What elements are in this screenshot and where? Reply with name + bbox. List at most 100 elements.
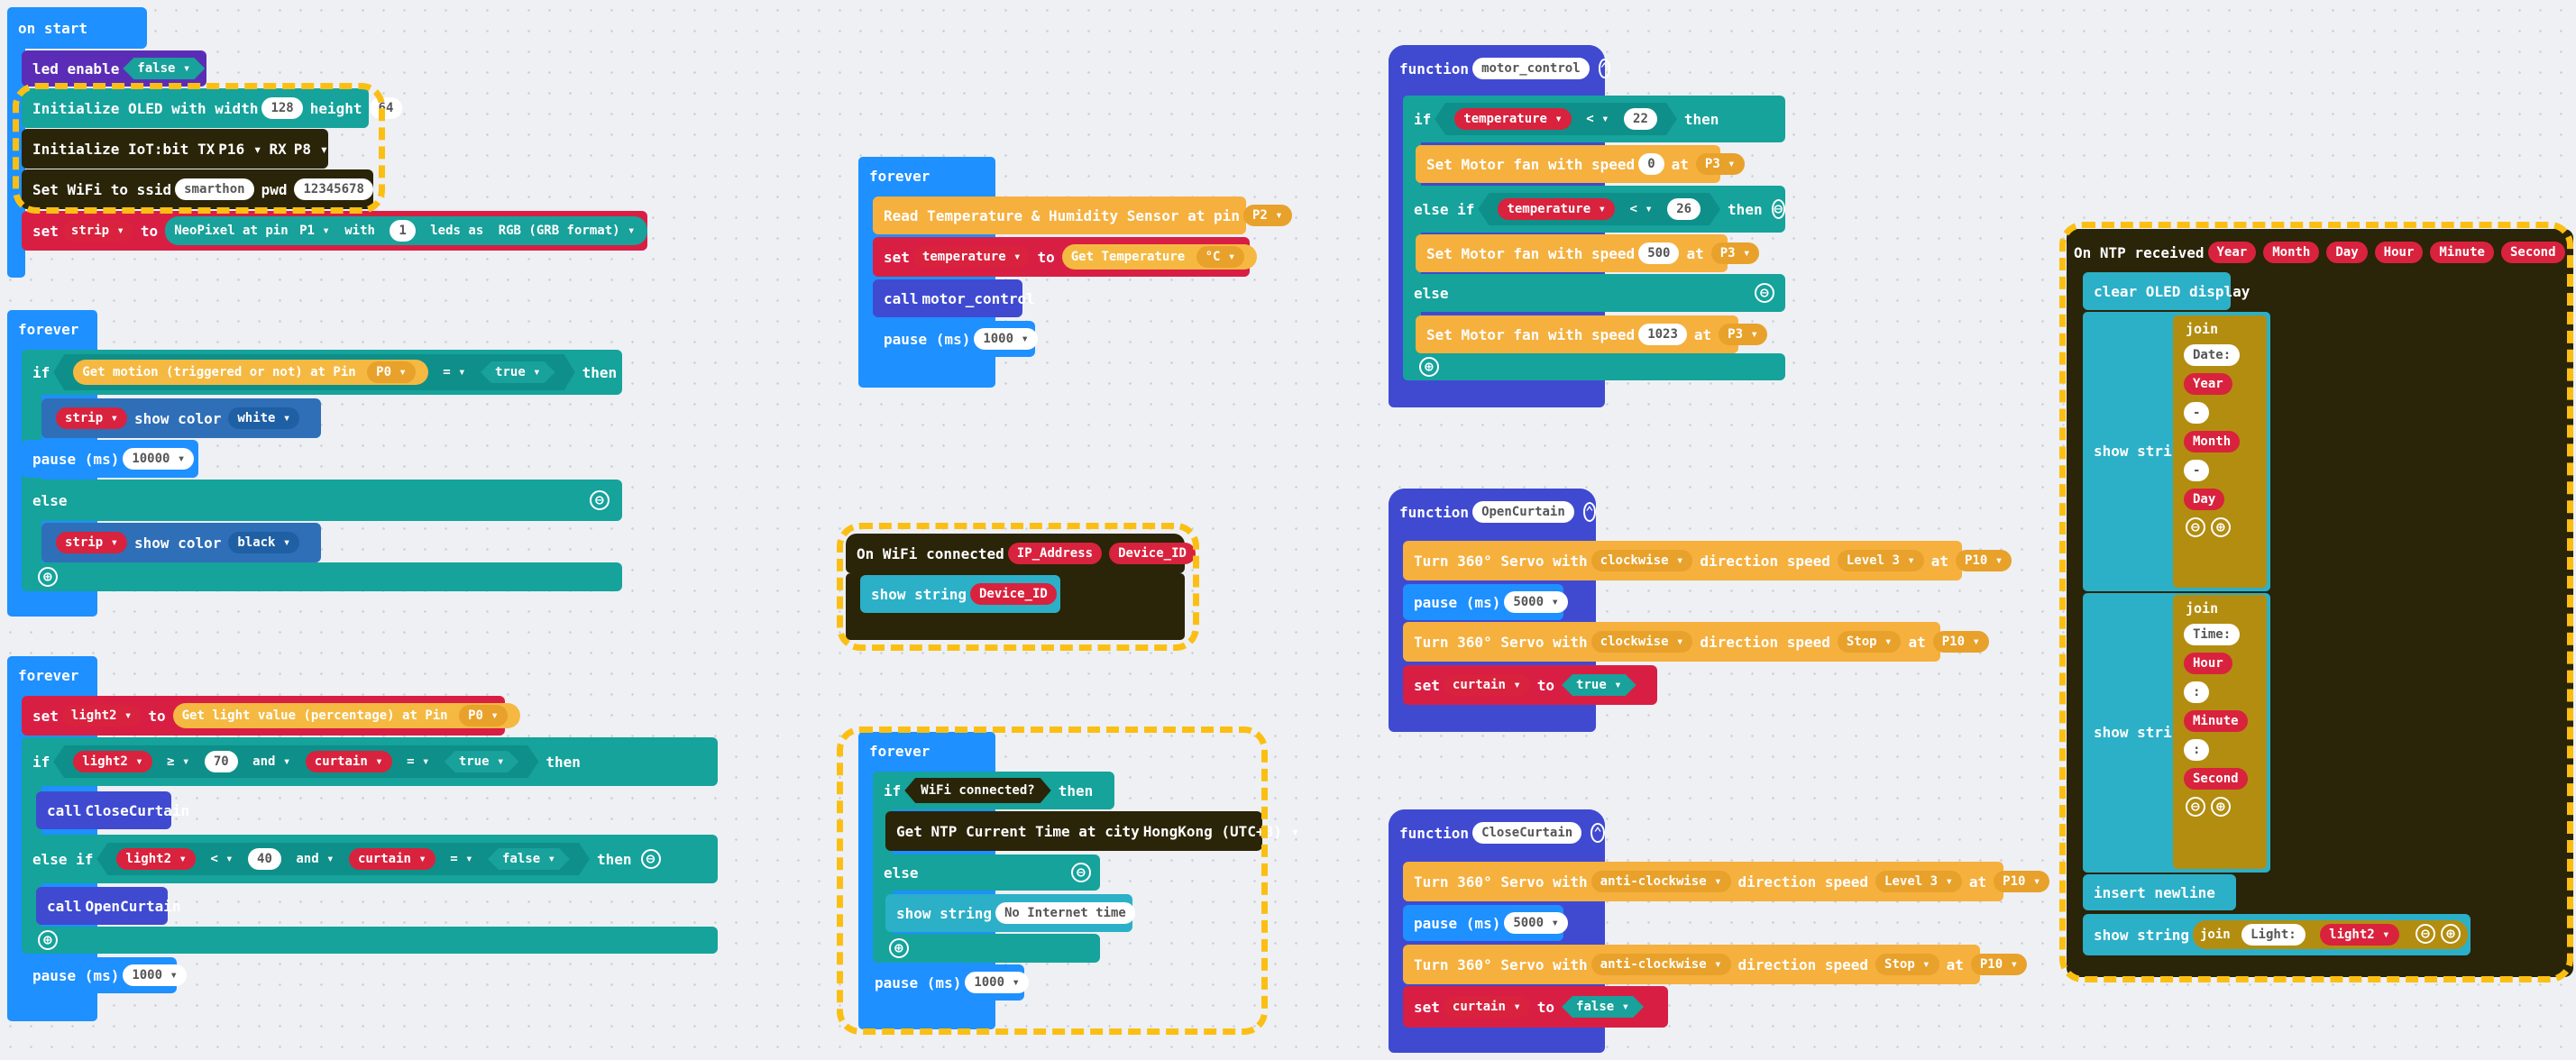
lt-dropdown-2[interactable]: < ▾ <box>1586 112 1609 126</box>
device-param[interactable]: Device_ID <box>1109 543 1196 564</box>
open-set-curtain[interactable]: set curtain ▾ to true ▾ <box>1403 665 1657 705</box>
pause-1000-input-2[interactable]: 1000 ▾ <box>974 328 1038 350</box>
iot-init-block[interactable]: Initialize IoT:bit TX P16 ▾ RX P8 ▾ <box>22 129 328 169</box>
open-servo-2[interactable]: Turn 360° Servo with clockwise ▾ directi… <box>1403 622 1989 662</box>
join-remove-icon-1[interactable]: ⊖ <box>2186 517 2205 537</box>
remove-icon[interactable]: ⊖ <box>590 490 610 510</box>
tx-pin-dropdown[interactable]: P16 ▾ <box>218 140 262 158</box>
neopixel-block[interactable]: NeoPixel at pin P1 ▾ with 1 leds as RGB … <box>165 216 648 245</box>
open-level-dropdown[interactable]: Level 3 ▾ <box>1837 550 1924 571</box>
param-second[interactable]: Second <box>2500 242 2565 263</box>
light-dropdown-2[interactable]: light2 ▾ <box>116 848 195 870</box>
show-light-block[interactable]: show string join Light: light2 ▾ ⊖⊕ <box>2083 914 2471 955</box>
oled-height-input[interactable]: 64 <box>369 97 403 119</box>
ssid-input[interactable]: smarthon <box>175 178 254 200</box>
motion-sensor-block[interactable]: Get motion (triggered or not) at Pin P0 … <box>73 360 428 385</box>
colon-input-1[interactable]: : <box>2184 681 2210 703</box>
collapse-icon-1[interactable]: ⌃ <box>1598 59 1611 78</box>
v26-input[interactable]: 26 <box>1667 198 1701 220</box>
forever4-if-footer[interactable]: ⊕ <box>873 934 1100 963</box>
collapse-icon-3[interactable]: ⌃ <box>1591 823 1605 843</box>
v70-input[interactable]: 70 <box>205 751 238 772</box>
rx-pin-dropdown[interactable]: P8 ▾ <box>293 140 329 158</box>
v22-input[interactable]: 22 <box>1624 108 1657 130</box>
ip-param[interactable]: IP_Address <box>1007 543 1103 564</box>
false-dropdown[interactable]: false ▾ <box>488 848 570 870</box>
light-text-input[interactable]: Light: <box>2241 924 2306 946</box>
open-fn-hat[interactable]: function OpenCurtain ⌃ <box>1389 489 1596 535</box>
strip-black-block[interactable]: strip ▾ show color black ▾ <box>41 523 321 562</box>
show-device-var[interactable]: Device_ID <box>969 583 1057 605</box>
motor-fn-hat[interactable]: function motor_control ⌃ <box>1389 45 1611 92</box>
param-hour[interactable]: Hour <box>2374 242 2424 263</box>
close-fn-hat[interactable]: function CloseCurtain ⌃ <box>1389 809 1605 856</box>
open-pause-input[interactable]: 5000 ▾ <box>1504 591 1568 613</box>
curtain-dropdown-2[interactable]: curtain ▾ <box>349 848 435 870</box>
true-dropdown-2[interactable]: true ▾ <box>445 751 519 772</box>
pause-1000-block-3[interactable]: pause (ms) 1000 ▾ <box>864 964 1029 1001</box>
close-curtain-dropdown[interactable]: curtain ▾ <box>1443 996 1530 1018</box>
dash-input-2[interactable]: - <box>2184 460 2210 481</box>
time-text-input[interactable]: Time: <box>2184 624 2241 645</box>
forever4-hat[interactable]: forever <box>858 732 995 770</box>
show-no-internet-block[interactable]: show string No Internet time <box>885 894 1135 932</box>
forever1-if-block[interactable]: if Get motion (triggered or not) at Pin … <box>22 350 622 395</box>
compare-block[interactable]: Get motion (triggered or not) at Pin P0 … <box>53 354 574 390</box>
date-text-input[interactable]: Date: <box>2184 344 2241 366</box>
strip-dropdown-2[interactable]: strip ▾ <box>56 532 128 553</box>
light-var-dropdown[interactable]: light2 ▾ <box>61 705 142 726</box>
wifi-connected-block[interactable]: WiFi connected? <box>904 778 1050 803</box>
forever2-hat[interactable]: forever <box>7 656 97 694</box>
temp-dropdown-1[interactable]: temperature ▾ <box>1454 108 1572 130</box>
strip-dropdown-1[interactable]: strip ▾ <box>56 407 128 429</box>
pause-1000-block-1[interactable]: pause (ms) 1000 ▾ <box>22 957 187 993</box>
pwd-input[interactable]: 12345678 <box>294 178 373 200</box>
join-remove-icon-3[interactable]: ⊖ <box>2416 924 2436 944</box>
close-pin-dropdown-1[interactable]: P10 ▾ <box>1994 871 2050 892</box>
ntp-event-hat[interactable]: On NTP received Year Month Day Hour Minu… <box>2067 229 2573 276</box>
light-join-block[interactable]: join Light: light2 ▾ ⊖⊕ <box>2192 920 2469 949</box>
forever2-elseif-block[interactable]: else if light2 ▾ < ▾ 40 and ▾ curtain ▾ … <box>22 835 718 883</box>
strip-white-block[interactable]: strip ▾ show color white ▾ <box>41 398 321 438</box>
close-servo-2[interactable]: Turn 360° Servo with anti-clockwise ▾ di… <box>1403 945 2028 984</box>
city-dropdown[interactable]: HongKong (UTC+8) ▾ <box>1142 822 1300 840</box>
forever2-if-footer[interactable]: ⊕ <box>22 927 718 954</box>
neo-pin-dropdown[interactable]: P1 ▾ <box>299 224 330 238</box>
open-dir-dropdown-2[interactable]: clockwise ▾ <box>1591 631 1693 653</box>
close-pause-block[interactable]: pause (ms) 5000 ▾ <box>1403 905 1568 941</box>
forever1-hat[interactable]: forever <box>7 310 97 348</box>
forever1-if-footer[interactable]: ⊕ <box>22 562 622 591</box>
eq-dropdown[interactable]: = ▾ <box>443 365 466 379</box>
eq-dropdown-3[interactable]: = ▾ <box>450 852 473 866</box>
join-hour[interactable]: Hour <box>2184 653 2232 674</box>
show-device-block[interactable]: show string Device_ID <box>860 575 1060 613</box>
open-fn-name[interactable]: OpenCurtain <box>1472 501 1574 523</box>
motor-else-block[interactable]: else ⊖ <box>1403 274 1785 312</box>
insert-newline-block[interactable]: insert newline <box>2083 874 2236 910</box>
call-close-block[interactable]: call CloseCurtain <box>36 791 189 829</box>
motor-fn-name[interactable]: motor_control <box>1472 58 1590 79</box>
sensor-pin-dropdown[interactable]: P2 ▾ <box>1242 205 1292 226</box>
white-dropdown[interactable]: white ▾ <box>228 407 300 429</box>
rgb-format-dropdown[interactable]: RGB (GRB format) ▾ <box>498 224 636 238</box>
call-motor-block[interactable]: call motor_control <box>873 279 1035 317</box>
lt-dropdown-3[interactable]: < ▾ <box>1629 202 1653 216</box>
open-true-dropdown[interactable]: true ▾ <box>1562 674 1636 696</box>
temp-compare-1[interactable]: temperature ▾ < ▾ 22 <box>1435 103 1677 135</box>
true-dropdown[interactable]: true ▾ <box>481 361 555 383</box>
and-block-2[interactable]: light2 ▾ < ▾ 40 and ▾ curtain ▾ = ▾ fals… <box>96 843 590 875</box>
close-pause-input[interactable]: 5000 ▾ <box>1504 912 1568 934</box>
temp-compare-2[interactable]: temperature ▾ < ▾ 26 <box>1478 193 1720 225</box>
remove-else-icon-3[interactable]: ⊖ <box>1755 283 1774 303</box>
set-light-block[interactable]: set light2 ▾ to Get light value (percent… <box>22 696 520 736</box>
ge-dropdown[interactable]: ≥ ▾ <box>167 754 190 769</box>
temp-dropdown-2[interactable]: temperature ▾ <box>1498 198 1615 220</box>
read-sensor-block[interactable]: Read Temperature & Humidity Sensor at pi… <box>873 196 1292 234</box>
pause-1000-block-2[interactable]: pause (ms) 1000 ▾ <box>873 321 1038 357</box>
motor-pin-dropdown-3[interactable]: P3 ▾ <box>1719 324 1767 345</box>
close-dir-dropdown-2[interactable]: anti-clockwise ▾ <box>1591 954 1731 975</box>
forever1-else[interactable]: else ⊖ <box>22 480 622 521</box>
speed500-input[interactable]: 500 <box>1638 242 1680 264</box>
close-servo-1[interactable]: Turn 360° Servo with anti-clockwise ▾ di… <box>1403 862 2050 901</box>
pause-1000-input-3[interactable]: 1000 ▾ <box>965 972 1029 993</box>
